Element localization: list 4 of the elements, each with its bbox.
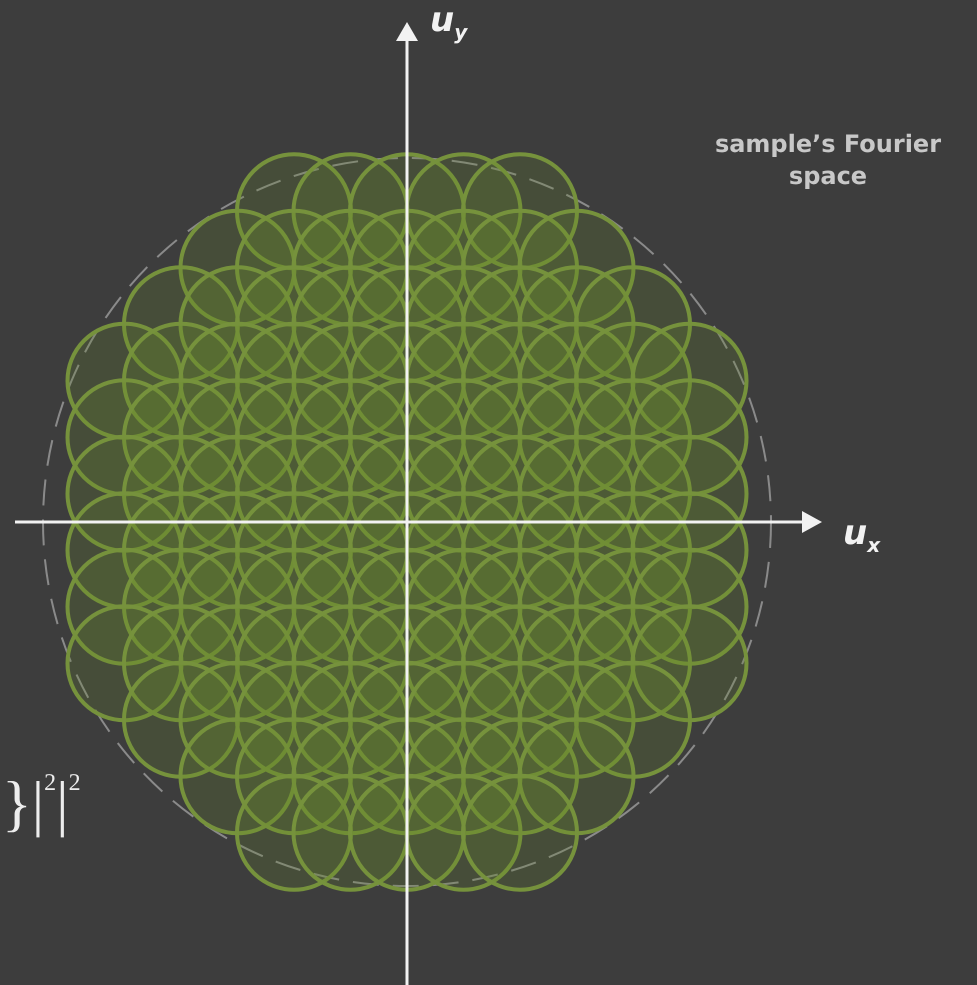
- region-label: sample’s Fourier space: [714, 129, 942, 192]
- formula-fragment: }|$^{2}$|$^{2}$: [2, 769, 81, 839]
- axis-label: u$_{y}$: [430, 0, 468, 44]
- axis-label: u$_{x}$: [843, 513, 880, 557]
